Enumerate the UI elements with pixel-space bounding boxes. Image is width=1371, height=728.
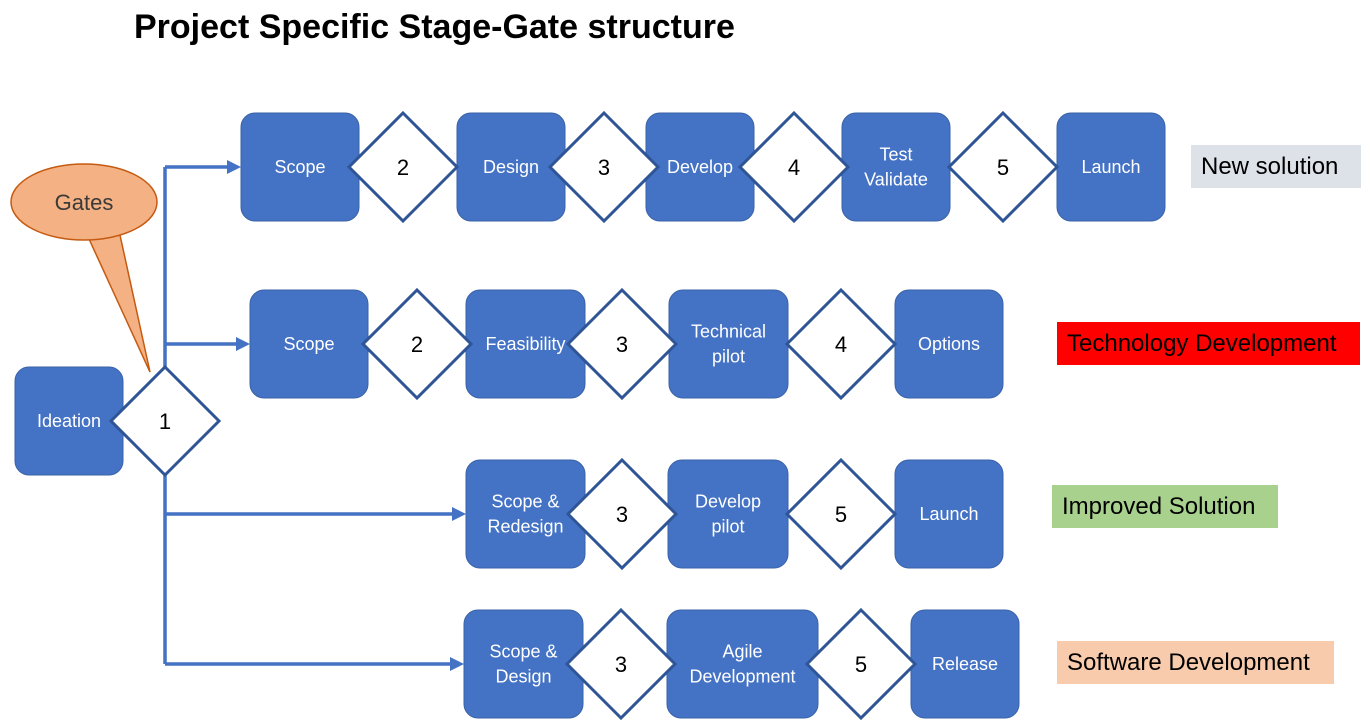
track-label: Improved Solution [1052,485,1278,528]
gate-diamond: 5 [784,457,898,571]
branch-arrow [165,337,250,351]
gate-diamond: 2 [346,110,460,224]
stage-label: pilot [712,347,745,367]
stage-box: Technical pilot [668,289,789,399]
stage-label: pilot [711,517,744,537]
stage-label: Design [495,667,551,687]
stage-label: Design [483,157,539,177]
stage-label: Release [932,654,998,674]
gate-diamond: 2 [360,287,474,401]
gate-number: 2 [411,332,423,357]
gate-number: 4 [788,155,800,180]
stage-label: Redesign [487,517,563,537]
track-label: New solution [1191,145,1361,188]
stage-label: Scope [283,334,334,354]
stage-label: Develop [667,157,733,177]
gate-number: 2 [397,155,409,180]
stage-box: Launch [1056,112,1166,222]
stage-label: Test [879,145,912,165]
gate-number: 5 [855,652,867,677]
gate-diamond: 5 [946,110,1060,224]
branch-arrow [165,160,241,174]
stage-label: Scope & [491,492,559,512]
branch-arrow [165,657,464,671]
gate-number: 3 [615,652,627,677]
gate-number: 5 [997,155,1009,180]
stage-label: Agile [722,642,762,662]
stage-box: Scope & Redesign [465,459,586,569]
gate-diamond: 3 [565,287,679,401]
gates-callout: Gates [10,163,158,373]
stage-box: Release [910,609,1020,719]
track-label: Technology Development [1057,322,1360,365]
stage-label: Scope & [489,642,557,662]
stage-box: Launch [894,459,1004,569]
gate-diamond: 4 [784,287,898,401]
stage-box: Options [894,289,1004,399]
callout-text: Gates [55,190,114,215]
gate-diamond: 5 [804,607,918,721]
stage-box: Scope [249,289,369,399]
stage-label: Ideation [37,411,101,431]
stage-ideation: Ideation [14,366,124,476]
stage-label: Options [918,334,980,354]
gate-number: 1 [159,409,171,434]
stage-box: Design [456,112,566,222]
stage-box: Scope & Design [463,609,584,719]
track-label: Software Development [1057,641,1334,684]
stage-box: Scope [240,112,360,222]
gate-diamond: 4 [737,110,851,224]
stage-label: Launch [1081,157,1140,177]
stage-label: Technical [691,322,766,342]
stage-label: Scope [274,157,325,177]
branch-arrow [165,507,466,521]
stage-box: Develop [645,112,755,222]
gate-diamond: 3 [547,110,661,224]
stage-label: Feasibility [485,334,565,354]
stage-label: Development [689,667,795,687]
gate-number: 5 [835,502,847,527]
stage-box: Develop pilot [667,459,789,569]
gate-diamond: 3 [564,607,678,721]
stage-box: Feasibility [465,289,586,399]
page-title: Project Specific Stage-Gate structure [134,8,735,46]
gate-number: 3 [616,502,628,527]
gate-number: 3 [616,332,628,357]
gate-diamond: 3 [565,457,679,571]
stage-label: Validate [864,170,928,190]
gate-number: 4 [835,332,847,357]
gate-1: 1 [108,364,222,478]
gate-number: 3 [598,155,610,180]
stage-label: Launch [919,504,978,524]
stage-label: Develop [695,492,761,512]
